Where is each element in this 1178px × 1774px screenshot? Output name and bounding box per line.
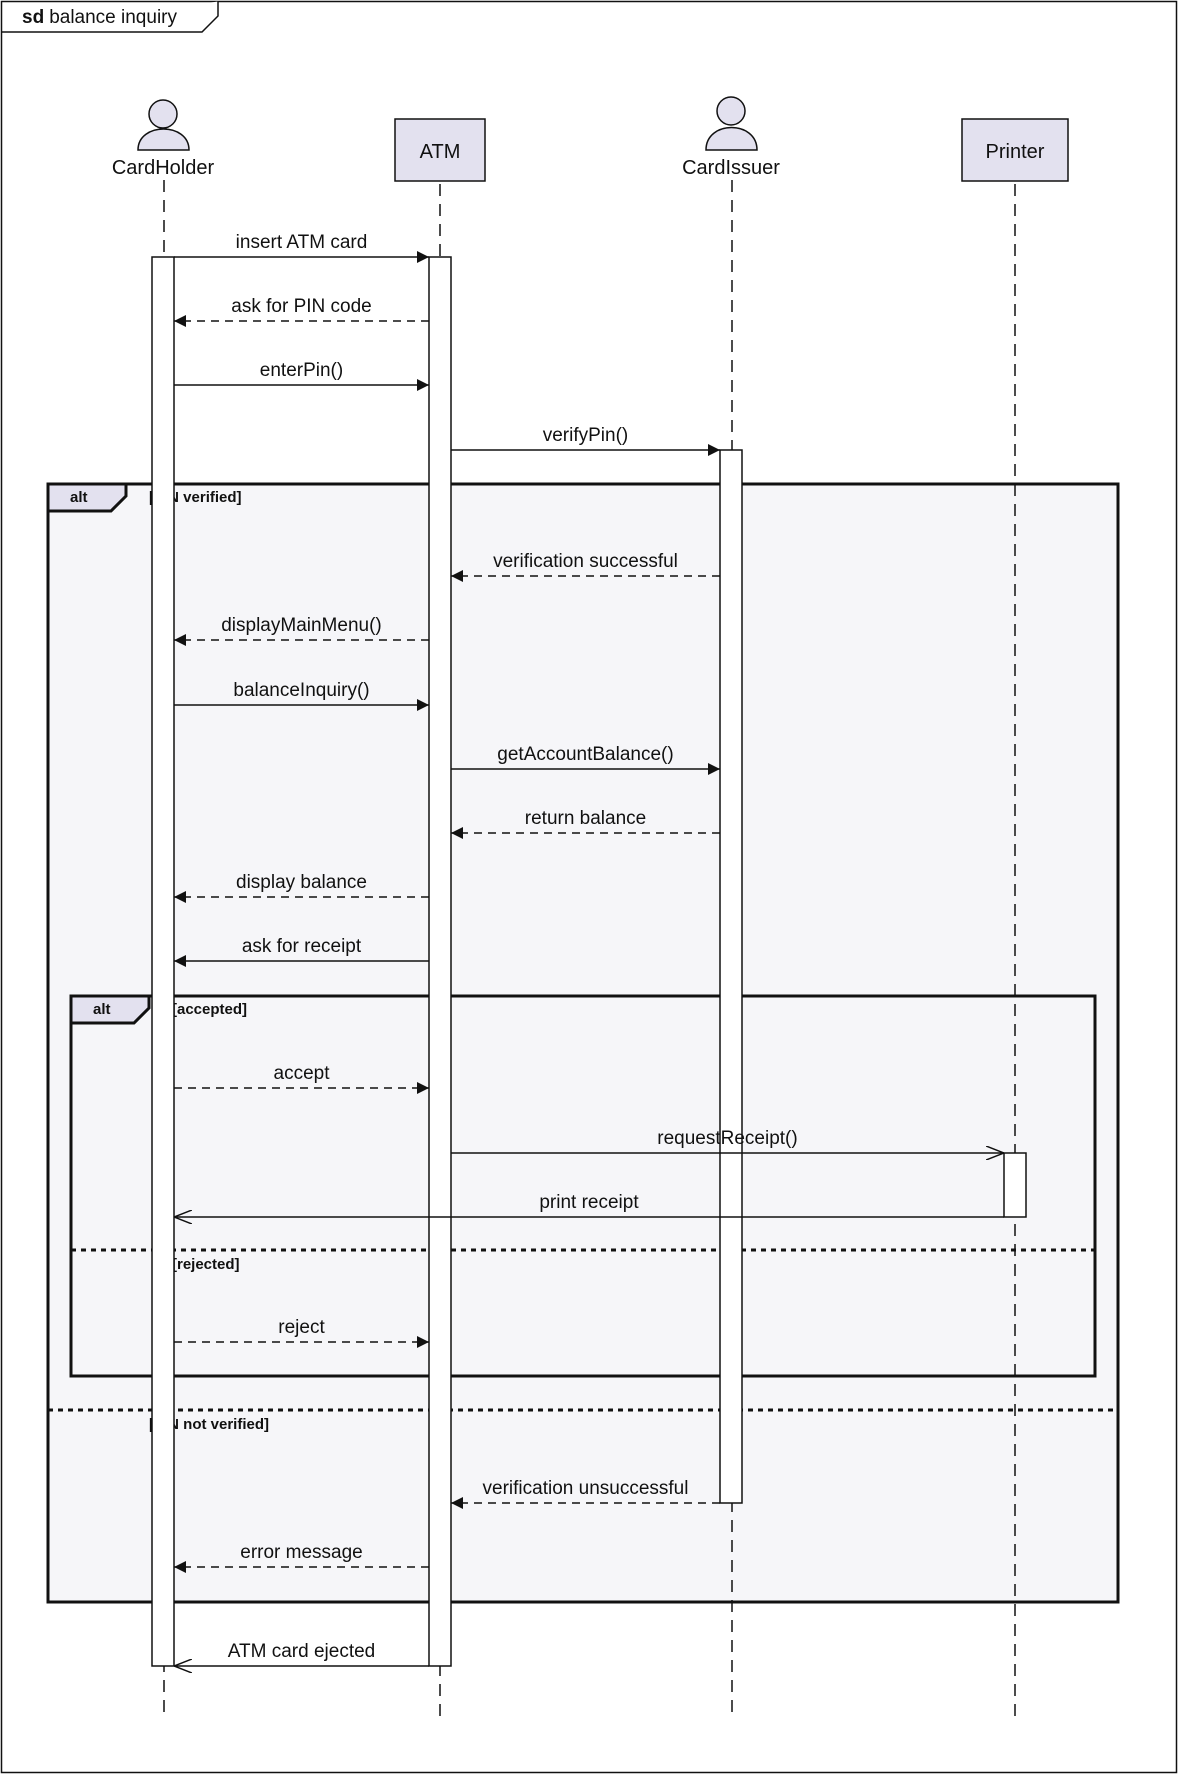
message-7: balanceInquiry()	[174, 680, 429, 711]
participant-name: CardHolder	[112, 157, 215, 179]
message-14: print receipt	[174, 1192, 1004, 1217]
participant-name: ATM	[420, 141, 461, 163]
message-16: verification unsuccessful	[451, 1478, 720, 1509]
message-label: error message	[240, 1542, 363, 1563]
message-18: ATM card ejected	[174, 1641, 429, 1666]
fragment-operator: alt	[93, 1001, 111, 1018]
sd-title: balance inquiry	[49, 7, 177, 28]
participant-name: CardIssuer	[682, 157, 780, 179]
message-label: displayMainMenu()	[221, 615, 382, 636]
fragment-operator: alt	[70, 489, 88, 506]
message-label: insert ATM card	[236, 232, 368, 253]
message-17: error message	[174, 1542, 429, 1573]
message-1: insert ATM card	[174, 232, 429, 263]
message-label: getAccountBalance()	[497, 744, 673, 765]
activation-cardholder	[151, 256, 175, 1667]
activation-printer	[1003, 1152, 1027, 1218]
participant-cardholder: CardHolder	[112, 99, 215, 179]
message-label: balanceInquiry()	[233, 680, 369, 701]
message-15: reject	[174, 1317, 429, 1348]
message-11: ask for receipt	[174, 936, 429, 967]
participant-atm: ATM	[394, 118, 486, 182]
message-label: accept	[274, 1063, 331, 1084]
message-label: print receipt	[539, 1192, 639, 1213]
message-label: verifyPin()	[543, 425, 629, 446]
participant-printer: Printer	[961, 118, 1069, 182]
activation-atm	[428, 256, 452, 1667]
message-label: reject	[278, 1317, 325, 1338]
message-label: ask for receipt	[242, 936, 362, 957]
activations	[151, 256, 1027, 1667]
guard-accepted: [accepted]	[172, 1001, 247, 1018]
message-label: return balance	[525, 808, 646, 829]
message-13: requestReceipt()	[451, 1128, 1004, 1153]
message-label: display balance	[236, 872, 367, 893]
message-4: verifyPin()	[451, 425, 720, 456]
message-3: enterPin()	[174, 360, 429, 391]
message-6: displayMainMenu()	[174, 615, 429, 646]
message-label: enterPin()	[260, 360, 343, 381]
message-10: display balance	[174, 872, 429, 903]
sd-keyword: sd	[22, 7, 44, 28]
participant-cardissuer: CardIssuer	[682, 96, 780, 179]
message-label: requestReceipt()	[657, 1128, 797, 1149]
actor-icon	[705, 96, 758, 151]
message-label: ATM card ejected	[228, 1641, 375, 1662]
guard-rejected: [rejected]	[172, 1256, 240, 1273]
message-12: accept	[174, 1063, 429, 1094]
actor-icon	[137, 99, 190, 151]
alt-fragment-receipt: alt [accepted] [rejected]	[69, 994, 1097, 1378]
guard-pin-not-verified: [PIN not verified]	[149, 1416, 269, 1433]
participant-name: Printer	[986, 141, 1045, 163]
message-label: verification unsuccessful	[483, 1478, 689, 1499]
message-5: verification successful	[451, 551, 720, 582]
message-label: ask for PIN code	[231, 296, 371, 317]
message-9: return balance	[451, 808, 720, 839]
messages: insert ATM card ask for PIN code enterPin(…	[174, 232, 1004, 1666]
activation-cardissuer	[719, 449, 743, 1504]
message-8: getAccountBalance()	[451, 744, 720, 775]
message-label: verification successful	[493, 551, 678, 572]
message-2: ask for PIN code	[174, 296, 429, 327]
